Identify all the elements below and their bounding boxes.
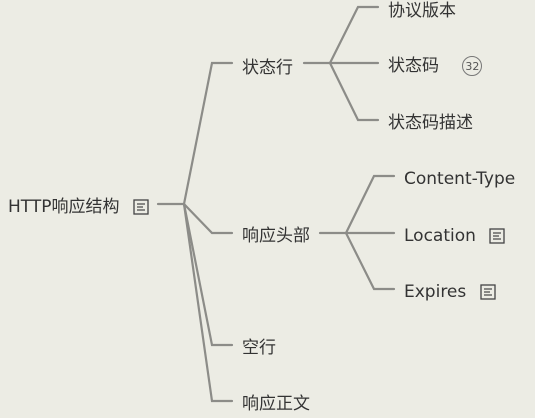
connector-headers	[182, 202, 234, 235]
location-node[interactable]: Location	[404, 225, 505, 247]
location-label: Location	[404, 226, 476, 246]
expires-label: Expires	[404, 282, 467, 302]
protocol-version-label: 协议版本	[388, 1, 456, 21]
connector-status-desc	[328, 61, 380, 122]
note-icon[interactable]	[489, 228, 505, 244]
content-type-node[interactable]: Content-Type	[404, 168, 515, 190]
content-type-label: Content-Type	[404, 169, 516, 189]
expires-node[interactable]: Expires	[404, 281, 496, 303]
connector-protocol-version	[328, 5, 380, 65]
root-label: HTTP响应结构	[8, 197, 120, 217]
protocol-version-node[interactable]: 协议版本	[388, 0, 456, 22]
root-node[interactable]: HTTP响应结构	[8, 196, 149, 218]
connector-content-type	[344, 174, 396, 235]
status-code-badge: 32	[462, 56, 483, 76]
status-code-node[interactable]: 状态码 32	[388, 55, 483, 77]
status-desc-node[interactable]: 状态码描述	[388, 112, 473, 134]
connector-blank-line	[182, 202, 234, 347]
headers-node[interactable]: 响应头部	[242, 225, 310, 247]
body-label: 响应正文	[242, 394, 310, 414]
blank-line-node[interactable]: 空行	[242, 337, 276, 359]
status-code-label: 状态码	[388, 56, 439, 76]
connector-status-line	[182, 61, 234, 206]
headers-label: 响应头部	[242, 226, 310, 246]
blank-line-label: 空行	[242, 338, 276, 358]
note-icon[interactable]	[133, 199, 149, 215]
body-node[interactable]: 响应正文	[242, 393, 310, 415]
status-desc-label: 状态码描述	[388, 113, 473, 133]
status-line-label: 状态行	[242, 58, 293, 78]
connector-body	[182, 202, 234, 403]
status-line-node[interactable]: 状态行	[242, 57, 293, 79]
note-icon[interactable]	[480, 284, 496, 300]
connector-expires	[344, 231, 396, 291]
